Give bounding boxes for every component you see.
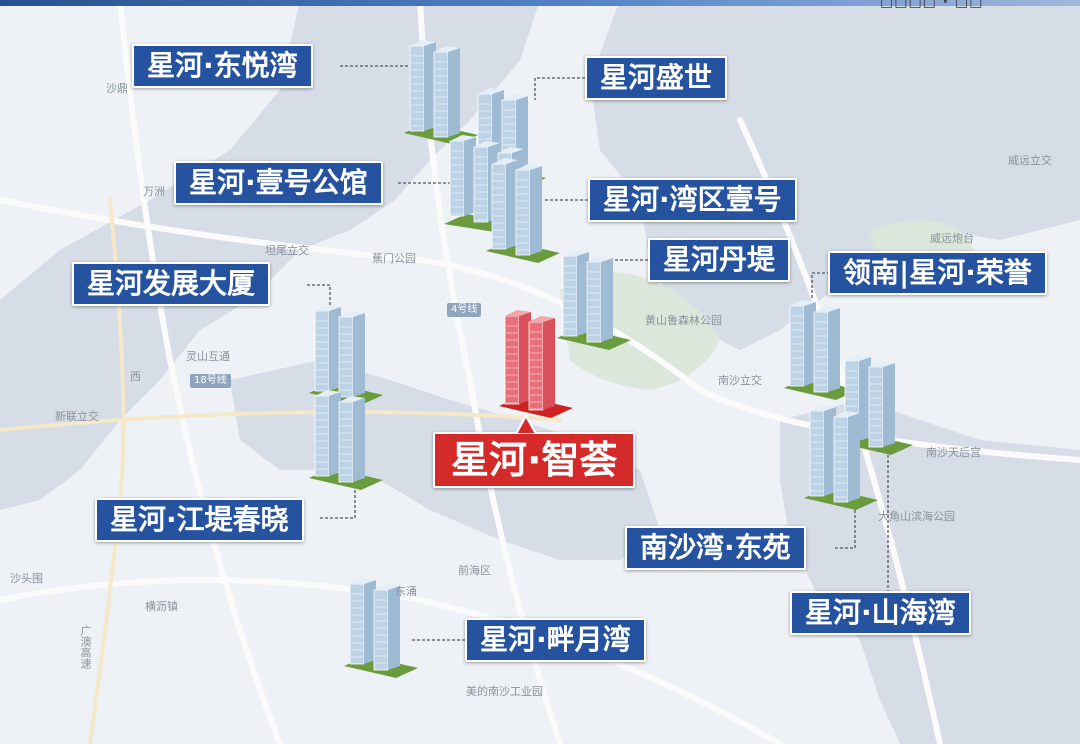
road-major-2 <box>0 410 562 432</box>
project-building <box>784 300 858 400</box>
metro-line-badge: 18号线 <box>190 374 231 388</box>
map-label: 蕉门公园 <box>372 252 416 265</box>
connector-jiangdichunxiao <box>320 475 356 519</box>
road-3 <box>0 577 783 744</box>
map-label: 威远炮台 <box>930 232 974 245</box>
project-building <box>557 250 631 350</box>
map-label: 沙鼎 <box>106 82 128 95</box>
map-label: 沙头围 <box>10 572 43 585</box>
project-label-dongyuan[interactable]: 南沙湾·东苑 <box>625 526 806 570</box>
map-label: 万洲 <box>143 185 165 198</box>
map-label: 广澳高速 <box>79 625 92 669</box>
main-label-pointer <box>514 414 538 434</box>
corner-mark: □□□□ · □□ <box>880 0 984 10</box>
map-label: 东涌 <box>395 585 417 598</box>
project-label-dandi[interactable]: 星河丹堤 <box>648 238 791 282</box>
connector-lines <box>307 65 889 641</box>
project-label-wanquyihao[interactable]: 星河·湾区壹号 <box>588 178 797 222</box>
map-label: 黄山鲁森林公园 <box>645 314 722 327</box>
map-label: 前海区 <box>458 564 491 577</box>
water-region-north <box>0 0 540 510</box>
project-building <box>309 390 383 490</box>
connector-shengshi <box>534 77 585 100</box>
project-label-shanhaiwan[interactable]: 星河·山海湾 <box>790 591 971 635</box>
metro-line-badge: 4号线 <box>447 303 482 317</box>
connector-fazhandasha <box>307 284 331 305</box>
project-label-jiangdichunxiao[interactable]: 星河·江堤春晓 <box>95 498 304 542</box>
project-building <box>344 578 418 678</box>
map-label: 新联立交 <box>55 410 99 423</box>
project-label-shengshi[interactable]: 星河盛世 <box>585 56 728 100</box>
map-label: 灵山互通 <box>186 350 230 363</box>
project-label-yihaogongguan[interactable]: 星河·壹号公馆 <box>174 161 383 205</box>
project-label-fazhandasha[interactable]: 星河发展大厦 <box>72 262 271 306</box>
road-2 <box>117 0 283 744</box>
map-label: 横沥镇 <box>145 600 178 613</box>
map-label: 美的南沙工业园 <box>466 685 543 698</box>
project-building <box>804 405 878 510</box>
main-project-label[interactable]: 星河·智荟 <box>433 432 636 488</box>
top-accent-bar <box>0 0 1080 6</box>
map-label: 南沙立交 <box>718 374 762 387</box>
map-label: 大角山滨海公园 <box>878 510 955 523</box>
project-label-rongyu[interactable]: 领南|星河·荣誉 <box>828 251 1047 295</box>
map-label: 坦尾立交 <box>265 244 309 257</box>
connector-dongyuan <box>835 495 856 549</box>
project-label-dongyuewan[interactable]: 星河·东悦湾 <box>132 44 313 88</box>
map-label: 南沙天后宫 <box>926 446 981 459</box>
map-label: 威远立交 <box>1008 154 1052 167</box>
project-building <box>404 40 478 145</box>
towers-container <box>309 40 913 678</box>
main-project-building <box>499 310 573 418</box>
project-building <box>486 158 560 263</box>
project-label-panyuewan[interactable]: 星河·畔月湾 <box>465 618 646 662</box>
map-label: 西 <box>130 370 141 383</box>
connector-rongyu <box>811 272 830 300</box>
